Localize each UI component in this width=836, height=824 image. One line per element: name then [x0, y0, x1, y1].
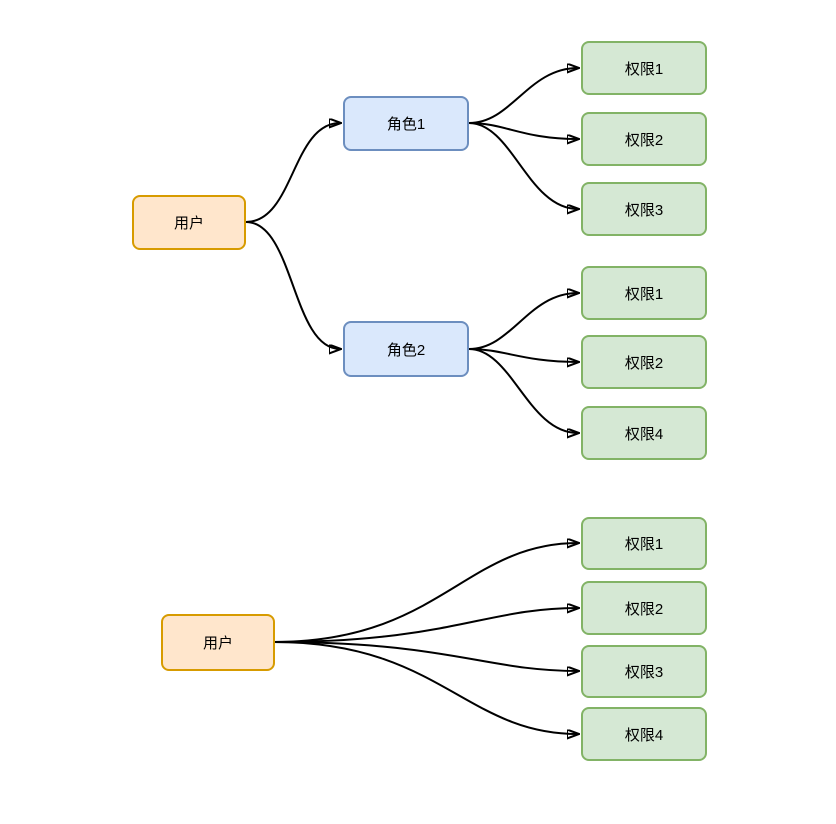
node-role1-label: 角色1 — [386, 116, 426, 133]
node-user-top-label: 用户 — [173, 215, 204, 232]
node-role1-perm3: 权限3 — [581, 182, 707, 236]
node-user-top: 用户 — [132, 195, 246, 250]
node-role1: 角色1 — [343, 96, 469, 151]
node-role2: 角色2 — [343, 321, 469, 377]
node-direct-perm2-label: 权限2 — [624, 600, 664, 618]
edge-role1-to-perm3 — [468, 122, 578, 209]
edge-user2-to-perm2 — [273, 608, 578, 643]
edge-role2-to-perm2 — [468, 348, 578, 362]
edge-user2-to-perm4 — [273, 641, 578, 734]
node-direct-perm3-label: 权限3 — [624, 664, 664, 681]
node-direct-perm4: 权限4 — [581, 707, 707, 761]
node-role1-perm2-label: 权限2 — [624, 131, 664, 149]
node-role2-perm1-label: 权限1 — [624, 285, 664, 303]
node-role1-perm1: 权限1 — [581, 41, 707, 95]
node-role2-perm4: 权限4 — [581, 406, 707, 460]
node-user-bottom-label: 用户 — [202, 635, 233, 652]
node-direct-perm1-label: 权限1 — [624, 536, 664, 553]
edge-role2-to-perm4 — [468, 348, 578, 433]
edge-user2-to-perm3 — [273, 641, 578, 671]
node-role1-perm3-label: 权限3 — [624, 201, 664, 219]
edge-role2-to-perm1 — [468, 293, 578, 350]
node-role2-perm2: 权限2 — [581, 335, 707, 389]
node-direct-perm3: 权限3 — [581, 645, 707, 698]
node-role2-perm2-label: 权限2 — [624, 354, 664, 372]
node-user-bottom: 用户 — [161, 614, 275, 671]
node-direct-perm2: 权限2 — [581, 581, 707, 635]
edge-user2-to-perm1 — [273, 543, 578, 643]
node-direct-perm4-label: 权限4 — [624, 726, 664, 744]
edge-user1-to-role1 — [245, 123, 340, 223]
edge-role1-to-perm1 — [468, 68, 578, 124]
node-role2-label: 角色2 — [386, 341, 426, 359]
node-role2-perm4-label: 权限4 — [624, 425, 664, 443]
node-role1-perm2: 权限2 — [581, 112, 707, 166]
node-role1-perm1-label: 权限1 — [624, 60, 664, 78]
node-direct-perm1: 权限1 — [581, 517, 707, 570]
edge-role1-to-perm2 — [468, 122, 578, 139]
edge-user1-to-role2 — [245, 221, 340, 349]
node-role2-perm1: 权限1 — [581, 266, 707, 320]
